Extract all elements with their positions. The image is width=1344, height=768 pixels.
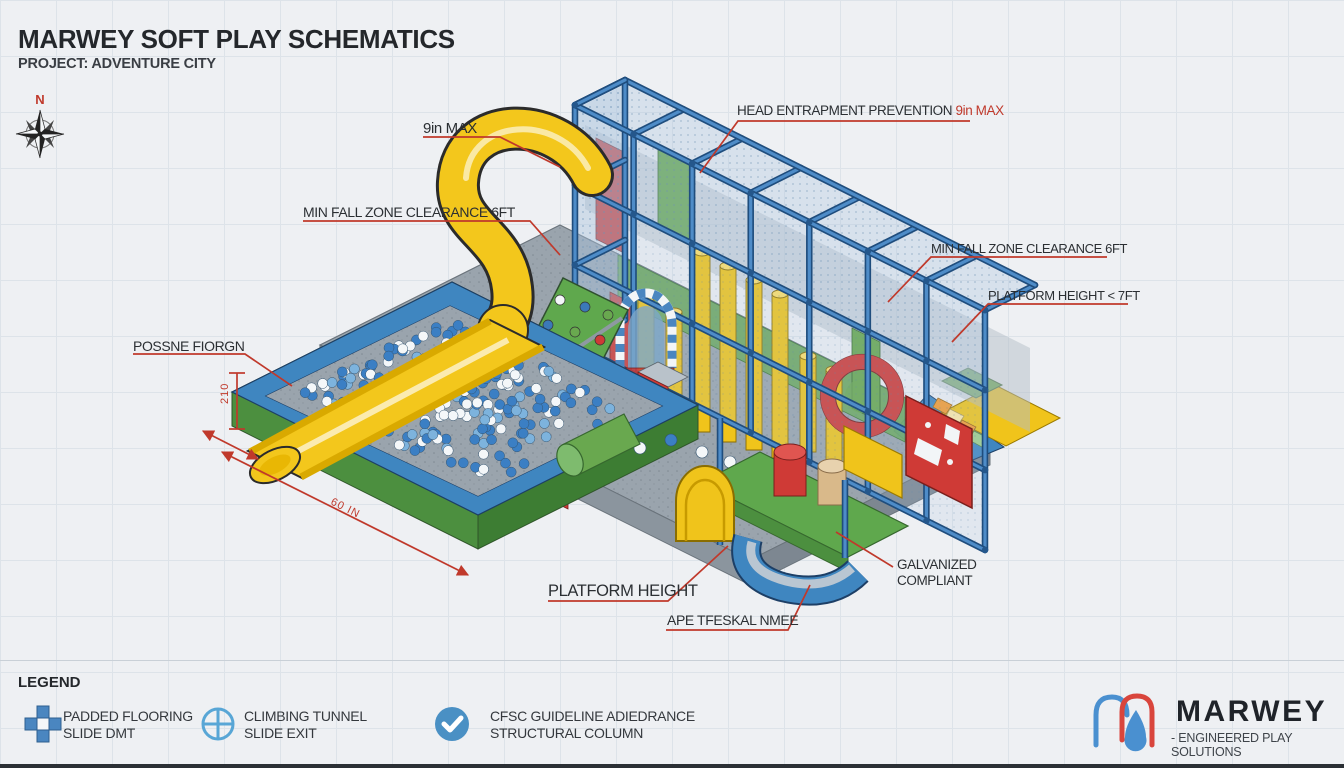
annotation-age-note: APE TFESKAL NMEE bbox=[667, 612, 799, 628]
annotation-head-entrapment: HEAD ENTRAPMENT PREVENTION 9in MAX bbox=[737, 103, 1004, 118]
sheet-bottom-edge bbox=[0, 764, 1344, 768]
legend-item-1: PADDED FLOORING SLIDE DMT bbox=[63, 708, 193, 742]
activity-panel bbox=[905, 394, 973, 510]
legend-item-3: CFSC GUIDELINE ADIEDRANCE STRUCTURAL COL… bbox=[490, 708, 695, 742]
logo-icon bbox=[1085, 686, 1170, 758]
legend-item-2-line1: CLIMBING TUNNEL bbox=[244, 708, 367, 724]
annotation-galvanized: GALVANIZED COMPLIANT bbox=[897, 557, 977, 589]
project-subtitle: PROJECT: ADVENTURE CITY bbox=[18, 56, 216, 72]
annotation-platform-height-max: PLATFORM HEIGHT < 7FT bbox=[988, 288, 1140, 303]
annotation-padded-flooring: POSSNE FIORGN bbox=[133, 338, 245, 354]
galvanized-line1: GALVANIZED bbox=[897, 557, 977, 572]
galvanized-line2: COMPLIANT bbox=[897, 573, 973, 588]
tunnel-icon bbox=[200, 706, 236, 742]
head-entrapment-text: HEAD ENTRAPMENT PREVENTION bbox=[737, 103, 953, 118]
legend-item-1-line1: PADDED FLOORING bbox=[63, 708, 193, 724]
crawl-arch bbox=[675, 465, 735, 542]
legend-item-2-line2: SLIDE EXIT bbox=[244, 725, 317, 741]
padded-flooring-icon bbox=[24, 705, 62, 743]
logo-name: MARWEY bbox=[1176, 695, 1328, 728]
head-entrapment-value: 9in MAX bbox=[955, 103, 1005, 118]
legend-heading: LEGEND bbox=[18, 674, 81, 691]
annotation-platform-height: PLATFORM HEIGHT bbox=[548, 582, 698, 600]
yellow-panel bbox=[843, 425, 903, 499]
page-title: MARWEY SOFT PLAY SCHEMATICS bbox=[18, 24, 455, 54]
legend-item-3-line2: STRUCTURAL COLUMN bbox=[490, 725, 644, 741]
annotation-slide-diameter: 9in MAX bbox=[423, 120, 477, 137]
compass-icon: N bbox=[8, 86, 72, 166]
annotation-fall-zone-left: MIN FALL ZONE CLEARANCE 6FT bbox=[303, 204, 515, 220]
logo-tagline: - ENGINEERED PLAY SOLUTIONS bbox=[1171, 731, 1293, 759]
legend-item-1-line2: SLIDE DMT bbox=[63, 725, 135, 741]
legend-item-2: CLIMBING TUNNEL SLIDE EXIT bbox=[244, 708, 367, 742]
legend-divider bbox=[0, 660, 1344, 661]
legend-item-3-line1: CFSC GUIDELINE ADIEDRANCE bbox=[490, 708, 695, 724]
annotation-fall-zone-right: MIN FALL ZONE CLEARANCE 6FT bbox=[931, 241, 1128, 256]
front-props bbox=[556, 394, 973, 606]
check-icon bbox=[432, 704, 472, 744]
compass-north-label: N bbox=[35, 92, 44, 107]
